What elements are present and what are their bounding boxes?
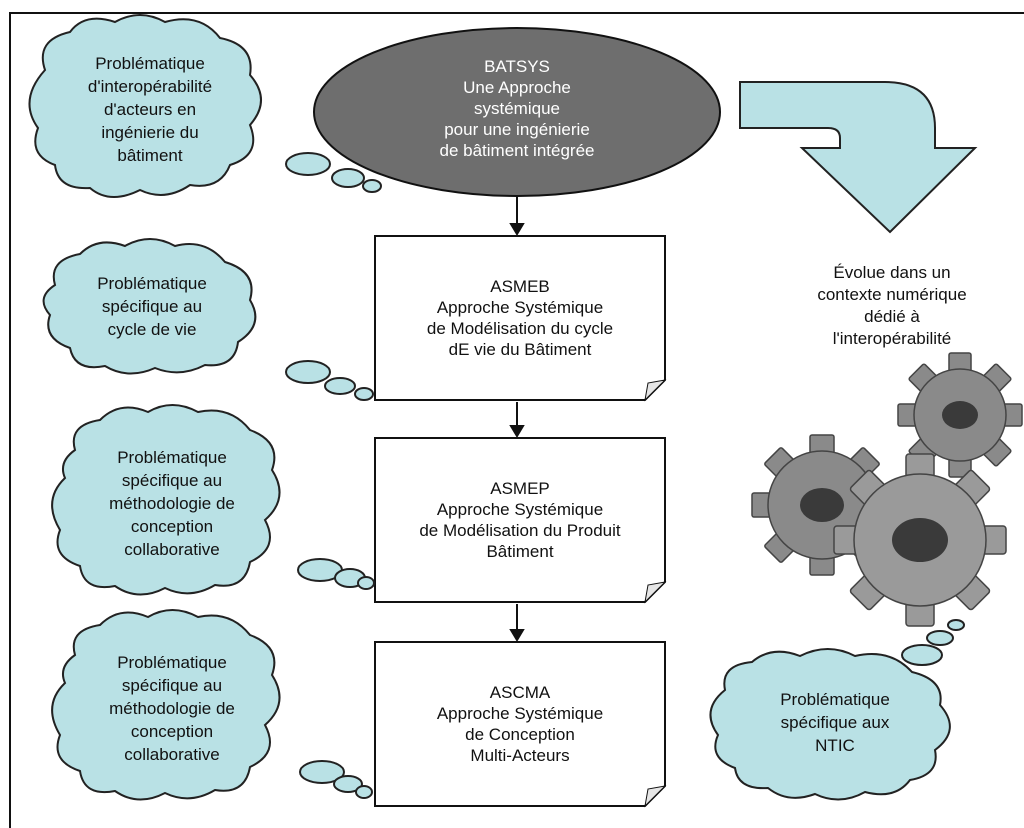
frame-top-border	[9, 12, 1024, 14]
asmeb-label: ASMEB Approche Systémique de Modélisatio…	[426, 277, 614, 359]
batsys-ellipse	[313, 27, 721, 197]
cloud-4	[51, 609, 373, 801]
arrowhead-ascma	[509, 629, 525, 642]
cloud-3-label: Problématique spécifique au méthodologie…	[109, 448, 235, 559]
asmep-box	[374, 437, 667, 604]
curved-arrow	[739, 81, 978, 234]
asmeb-box	[374, 235, 667, 402]
cloud-5-label: Problématique spécifique aux NTIC	[780, 690, 890, 755]
cloud-2	[42, 238, 374, 401]
cloud-3	[51, 404, 375, 596]
frame-left-border	[9, 12, 11, 828]
cloud-1	[28, 14, 382, 198]
ascma-label: ASCMA Approche Systémique de Conception …	[436, 683, 604, 765]
gears-icon	[751, 352, 1023, 627]
arrowhead-asmeb	[509, 223, 525, 236]
cloud-2-label: Problématique spécifique au cycle de vie	[97, 274, 207, 339]
asmep-label: ASMEP Approche Systémique de Modélisatio…	[419, 479, 621, 561]
arrowhead-asmep	[509, 425, 525, 438]
cloud-1-label: Problématique d'interopérabilité d'acteu…	[87, 54, 213, 165]
batsys-label: BATSYS Une Approche systémique pour une …	[439, 57, 595, 160]
context-text: Évolue dans un contexte numérique dédié …	[817, 263, 967, 348]
flow-arrows	[509, 192, 525, 642]
cloud-4-label: Problématique spécifique au méthodologie…	[109, 653, 235, 764]
ascma-box	[374, 641, 667, 808]
cloud-5	[709, 619, 965, 801]
